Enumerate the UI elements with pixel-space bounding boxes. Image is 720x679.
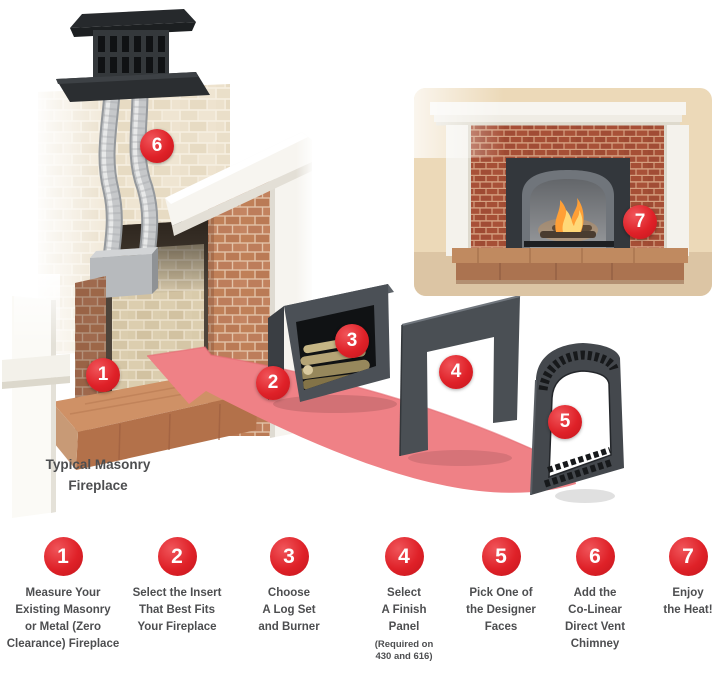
step-3: 3 Choose A Log Set and Burner — [223, 537, 355, 636]
step-1: 1 Measure Your Existing Masonry or Metal… — [0, 537, 129, 653]
step-7: 7 Enjoy the Heat! — [622, 537, 720, 619]
diagram-marker-6: 6 — [140, 129, 174, 163]
diagram-marker-4: 4 — [439, 355, 473, 389]
step-6-description: Add the Co-Linear Direct Vent Chimney — [564, 587, 626, 650]
step-2: 2 Select the Insert That Best Fits Your … — [111, 537, 243, 636]
step-5: 5 Pick One of the Designer Faces — [435, 537, 567, 636]
step-6: 6 Add the Co-Linear Direct Vent Chimney — [529, 537, 661, 653]
finished-fireplace-photo — [414, 88, 712, 296]
flow-arrow — [146, 346, 576, 493]
chimney-cap — [56, 9, 210, 102]
step-5-description: Pick One of the Designer Faces — [466, 587, 536, 633]
step-2-description: Select the Insert That Best Fits Your Fi… — [132, 587, 222, 633]
illustration-caption: Typical Masonry Fireplace — [45, 457, 151, 493]
step-4-note: (Required on 430 and 616) — [374, 639, 434, 662]
step-1-badge: 1 — [43, 537, 83, 576]
diagram-scene — [2, 9, 712, 518]
step-4: 4 Select A Finish Panel (Required on 430… — [338, 537, 470, 663]
step-1-description: Measure Your Existing Masonry or Metal (… — [6, 587, 120, 650]
step-5-badge: 5 — [481, 537, 521, 576]
step-6-badge: 6 — [575, 537, 615, 576]
step-3-badge: 3 — [269, 537, 309, 576]
masonry-fireplace — [2, 9, 314, 518]
step-4-description: Select A Finish Panel — [381, 587, 427, 633]
diagram-marker-7: 7 — [623, 205, 657, 239]
step-2-badge: 2 — [157, 537, 197, 576]
diagram-marker-2: 2 — [256, 366, 290, 400]
step-3-description: Choose A Log Set and Burner — [258, 587, 320, 633]
step-7-badge: 7 — [668, 537, 708, 576]
step-4-badge: 4 — [384, 537, 424, 576]
finish-panel — [399, 295, 521, 466]
diagram-marker-1: 1 — [86, 358, 120, 392]
diagram-marker-3: 3 — [335, 324, 369, 358]
step-7-description: Enjoy the Heat! — [663, 587, 713, 616]
left-pilaster — [2, 274, 70, 518]
diagram-marker-5: 5 — [548, 405, 582, 439]
